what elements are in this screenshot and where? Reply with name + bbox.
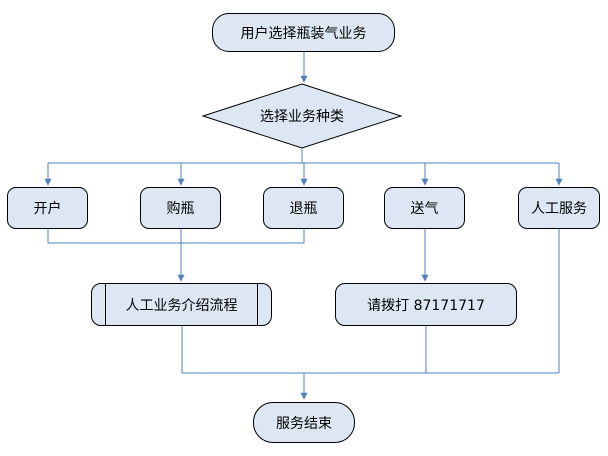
node-return-bottle: 退瓶 [263, 187, 344, 229]
node-end: 服务结束 [253, 402, 355, 443]
node-manual-service-label: 人工服务 [531, 201, 587, 217]
node-start: 用户选择瓶装气业务 [212, 13, 395, 52]
node-deliver-gas-label: 送气 [410, 201, 439, 217]
node-intro-process-label: 人工业务介绍流程 [125, 297, 238, 314]
predefined-left-bar [105, 284, 106, 325]
predefined-right-bar [257, 284, 258, 325]
node-open-account: 开户 [7, 187, 88, 229]
node-deliver-gas: 送气 [384, 187, 465, 229]
node-call-number-label: 请拨打 87171717 [367, 297, 485, 314]
node-end-label: 服务结束 [276, 415, 332, 432]
node-manual-service: 人工服务 [518, 187, 600, 229]
node-buy-bottle-label: 购瓶 [166, 201, 195, 217]
node-start-label: 用户选择瓶装气业务 [240, 25, 367, 42]
node-return-bottle-label: 退瓶 [289, 201, 318, 217]
node-intro-process: 人工业务介绍流程 [91, 283, 272, 326]
node-decision-label: 选择业务种类 [260, 109, 344, 125]
node-buy-bottle: 购瓶 [140, 187, 221, 229]
node-decision: 选择业务种类 [203, 84, 401, 148]
node-call-number: 请拨打 87171717 [335, 283, 517, 326]
node-open-account-label: 开户 [33, 201, 62, 217]
